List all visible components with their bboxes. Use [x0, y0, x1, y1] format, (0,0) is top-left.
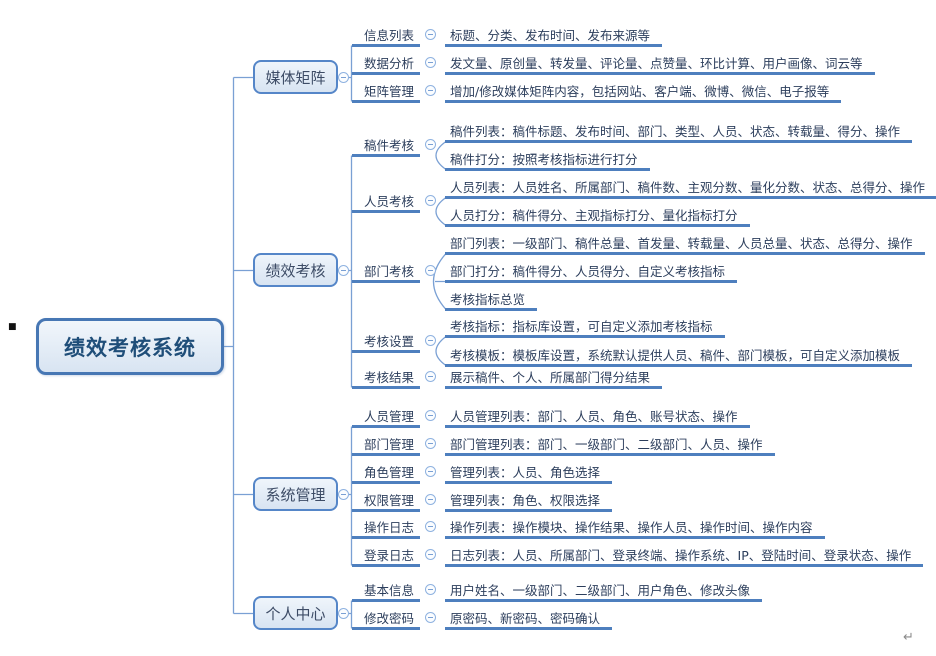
- node-role-management[interactable]: 角色管理: [352, 465, 436, 484]
- node-department-management[interactable]: 部门管理: [352, 437, 436, 456]
- collapse-icon[interactable]: [425, 494, 436, 505]
- branch-label: 绩效考核: [265, 261, 326, 280]
- node-data-analysis[interactable]: 数据分析: [352, 56, 436, 75]
- node-label: 部门考核: [364, 264, 415, 279]
- node-basic-info[interactable]: 基本信息: [352, 583, 436, 602]
- branch-label: 媒体矩阵: [265, 68, 326, 87]
- node-label: 考核设置: [364, 334, 415, 349]
- node-permission-management[interactable]: 权限管理: [352, 493, 436, 512]
- leaf-operation-list[interactable]: 操作列表：操作模块、操作结果、操作人员、操作时间、操作内容: [445, 520, 825, 539]
- collapse-icon[interactable]: [338, 72, 349, 83]
- leaf-personnel-mgmt-list[interactable]: 人员管理列表：部门、人员、角色、账号状态、操作: [445, 409, 750, 428]
- node-matrix-management[interactable]: 矩阵管理: [352, 84, 436, 103]
- leaf-department-scoring[interactable]: 部门打分：稿件得分、人员得分、自定义考核指标: [445, 264, 738, 283]
- node-label: 人员考核: [364, 194, 415, 209]
- collapse-icon[interactable]: [425, 29, 436, 40]
- collapse-icon[interactable]: [425, 410, 436, 421]
- collapse-icon[interactable]: [425, 139, 436, 150]
- leaf-department-list[interactable]: 部门列表：一级部门、稿件总量、首发量、转载量、人员总量、状态、总得分、操作: [445, 236, 925, 255]
- branch-system-management[interactable]: 系统管理: [253, 477, 349, 511]
- node-label: 考核结果: [364, 370, 415, 385]
- list-bullet: ■: [8, 323, 17, 332]
- leaf-basic-info-fields[interactable]: 用户姓名、一级部门、二级部门、用户角色、修改头像: [445, 583, 763, 602]
- collapse-icon[interactable]: [338, 265, 349, 276]
- leaf-login-log-list[interactable]: 日志列表：人员、所属部门、登录终端、操作系统、IP、登陆时间、登录状态、操作: [445, 548, 924, 567]
- node-label: 登录日志: [364, 548, 415, 563]
- collapse-icon[interactable]: [425, 584, 436, 595]
- collapse-icon[interactable]: [425, 57, 436, 68]
- leaf-role-mgmt-list[interactable]: 管理列表：人员、角色选择: [445, 465, 613, 484]
- node-label: 修改密码: [364, 611, 415, 626]
- node-operation-log[interactable]: 操作日志: [352, 520, 436, 539]
- node-label: 基本信息: [364, 583, 415, 598]
- leaf-matrix-management-desc[interactable]: 增加/修改媒体矩阵内容，包括网站、客户端、微博、微信、电子报等: [445, 84, 842, 103]
- node-label: 部门管理: [364, 437, 415, 452]
- node-department-review[interactable]: 部门考核: [352, 264, 436, 283]
- leaf-info-list-fields[interactable]: 标题、分类、发布时间、发布来源等: [445, 28, 663, 47]
- leaf-result-display[interactable]: 展示稿件、个人、所属部门得分结果: [445, 370, 663, 389]
- leaf-permission-mgmt-list[interactable]: 管理列表：角色、权限选择: [445, 493, 613, 512]
- leaf-personnel-scoring[interactable]: 人员打分：稿件得分、主观指标打分、量化指标打分: [445, 208, 750, 227]
- node-info-list[interactable]: 信息列表: [352, 28, 436, 47]
- node-label: 矩阵管理: [364, 84, 415, 99]
- collapse-icon[interactable]: [425, 521, 436, 532]
- branch-label: 系统管理: [265, 485, 326, 504]
- node-article-review[interactable]: 稿件考核: [352, 138, 436, 157]
- node-label: 角色管理: [364, 465, 415, 480]
- paragraph-return-mark: ↵: [903, 630, 914, 645]
- node-review-results[interactable]: 考核结果: [352, 370, 436, 389]
- collapse-icon[interactable]: [425, 371, 436, 382]
- node-label: 人员管理: [364, 409, 415, 424]
- leaf-review-indicators[interactable]: 考核指标：指标库设置，可自定义添加考核指标: [445, 319, 725, 338]
- node-label: 稿件考核: [364, 138, 415, 153]
- collapse-icon[interactable]: [425, 549, 436, 560]
- leaf-data-analysis-metrics[interactable]: 发文量、原创量、转发量、评论量、点赞量、环比计算、用户画像、词云等: [445, 56, 875, 75]
- node-login-log[interactable]: 登录日志: [352, 548, 436, 567]
- collapse-icon[interactable]: [338, 489, 349, 500]
- root-node[interactable]: 绩效考核系统: [36, 318, 224, 375]
- node-personnel-management[interactable]: 人员管理: [352, 409, 436, 428]
- collapse-icon[interactable]: [425, 85, 436, 96]
- node-label: 操作日志: [364, 520, 415, 535]
- collapse-icon[interactable]: [425, 195, 436, 206]
- leaf-personnel-list[interactable]: 人员列表：人员姓名、所属部门、稿件数、主观分数、量化分数、状态、总得分、操作: [445, 180, 936, 199]
- collapse-icon[interactable]: [425, 612, 436, 623]
- branch-media-matrix[interactable]: 媒体矩阵: [253, 60, 349, 94]
- leaf-department-mgmt-list[interactable]: 部门管理列表：部门、一级部门、二级部门、人员、操作: [445, 437, 775, 456]
- branch-label: 个人中心: [265, 604, 326, 623]
- collapse-icon[interactable]: [425, 466, 436, 477]
- collapse-icon[interactable]: [338, 608, 349, 619]
- collapse-icon[interactable]: [425, 335, 436, 346]
- leaf-article-scoring[interactable]: 稿件打分：按照考核指标进行打分: [445, 152, 650, 171]
- branch-performance-review[interactable]: 绩效考核: [253, 253, 349, 287]
- leaf-review-templates[interactable]: 考核模板：模板库设置，系统默认提供人员、稿件、部门模板，可自定义添加模板: [445, 348, 913, 367]
- leaf-article-list[interactable]: 稿件列表：稿件标题、发布时间、部门、类型、人员、状态、转载量、得分、操作: [445, 124, 913, 143]
- leaf-password-fields[interactable]: 原密码、新密码、密码确认: [445, 611, 613, 630]
- node-change-password[interactable]: 修改密码: [352, 611, 436, 630]
- node-label: 信息列表: [364, 28, 415, 43]
- node-label: 权限管理: [364, 493, 415, 508]
- node-label: 数据分析: [364, 56, 415, 71]
- branch-personal-center[interactable]: 个人中心: [253, 596, 349, 630]
- collapse-icon[interactable]: [425, 265, 436, 276]
- leaf-indicator-overview[interactable]: 考核指标总览: [445, 292, 538, 311]
- node-review-settings[interactable]: 考核设置: [352, 334, 436, 353]
- collapse-icon[interactable]: [425, 438, 436, 449]
- node-personnel-review[interactable]: 人员考核: [352, 194, 436, 213]
